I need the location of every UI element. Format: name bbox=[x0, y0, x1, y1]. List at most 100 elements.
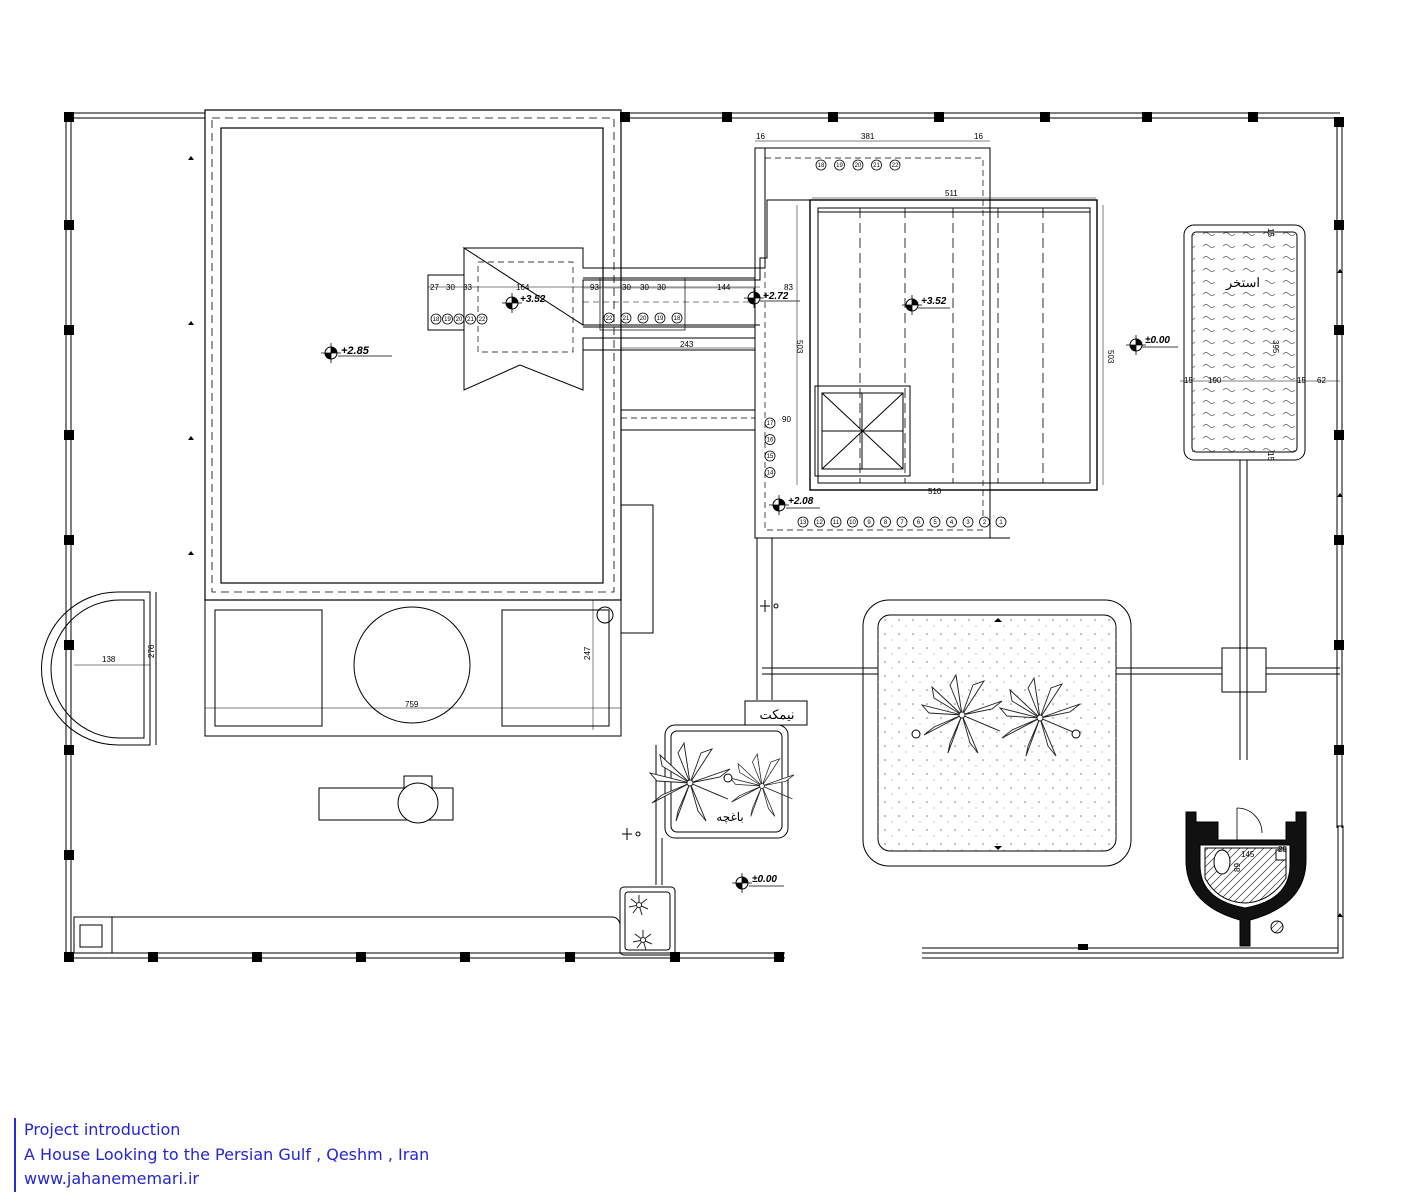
stair-step-marker bbox=[764, 434, 776, 445]
bridge-dimensions: 27 30 33 164 93 30 30 30 144 83 243 bbox=[428, 283, 793, 349]
svg-text:93: 93 bbox=[590, 283, 599, 292]
tree-markers bbox=[188, 156, 1343, 917]
stair-step-number: 21 bbox=[623, 316, 630, 322]
stair-step-marker bbox=[814, 516, 825, 528]
stair-step-marker bbox=[979, 516, 990, 528]
toilet-dimensions: 145 29 89 bbox=[1233, 845, 1287, 872]
svg-text:30: 30 bbox=[640, 283, 649, 292]
courtyard bbox=[756, 538, 1340, 867]
svg-text:164: 164 bbox=[516, 283, 530, 292]
svg-text:16: 16 bbox=[974, 132, 983, 141]
stair-step-number: 20 bbox=[456, 317, 463, 323]
stair-step-marker bbox=[764, 417, 776, 429]
stair-step-marker bbox=[671, 312, 683, 324]
svg-text:395: 395 bbox=[1271, 340, 1280, 354]
stair-step-marker bbox=[465, 313, 476, 325]
stair-step-marker bbox=[871, 159, 882, 171]
stair-step-marker bbox=[797, 516, 809, 528]
stair-step-number: 20 bbox=[855, 163, 862, 169]
perimeter-wall bbox=[65, 112, 1344, 959]
svg-text:+2.08: +2.08 bbox=[788, 496, 814, 507]
pavilion-dimensions: 16 381 16 511 503 503 510 90 bbox=[755, 132, 1115, 496]
svg-text:276: 276 bbox=[147, 644, 156, 658]
stair-step-marker bbox=[637, 312, 649, 324]
stair-step-marker bbox=[620, 312, 632, 324]
stair-step-marker bbox=[830, 516, 842, 528]
svg-text:15: 15 bbox=[1266, 228, 1275, 237]
flower-icon bbox=[628, 894, 649, 916]
stair-step-marker bbox=[430, 313, 442, 325]
svg-text:190: 190 bbox=[1208, 376, 1222, 385]
svg-text:+3.52: +3.52 bbox=[520, 294, 546, 305]
stair-step-marker bbox=[852, 159, 864, 171]
stair-step-marker bbox=[962, 516, 974, 528]
stair-step-marker bbox=[442, 313, 453, 325]
stair-step-number: 22 bbox=[479, 317, 486, 323]
stair-step-number: 20 bbox=[640, 316, 647, 322]
svg-text:+2.72: +2.72 bbox=[763, 291, 789, 302]
svg-text:15: 15 bbox=[1297, 376, 1306, 385]
svg-text:381: 381 bbox=[861, 132, 875, 141]
svg-text:±0.00: ±0.00 bbox=[1145, 335, 1170, 346]
svg-text:510: 510 bbox=[928, 487, 942, 496]
planter-label: باغچه bbox=[716, 810, 743, 824]
svg-text:144: 144 bbox=[717, 283, 731, 292]
stair-step-marker bbox=[654, 312, 666, 324]
stair-step-marker bbox=[476, 313, 488, 325]
stair-step-number: 16 bbox=[767, 438, 774, 444]
stair-step-number: 10 bbox=[849, 520, 856, 526]
arc-dimensions: 138 276 bbox=[102, 644, 156, 664]
svg-text:+3.52: +3.52 bbox=[921, 296, 947, 307]
stair-step-marker bbox=[453, 313, 465, 325]
caption-title: Project introduction bbox=[24, 1120, 181, 1139]
stair-step-number: 13 bbox=[800, 520, 807, 526]
stair-step-number: 14 bbox=[767, 471, 774, 477]
ground-level: ±0.00 bbox=[731, 872, 784, 894]
stair-step-number: 11 bbox=[833, 520, 840, 526]
svg-text:243: 243 bbox=[680, 340, 694, 349]
svg-text:33: 33 bbox=[463, 283, 472, 292]
stair-step-number: 18 bbox=[433, 317, 440, 323]
svg-text:15: 15 bbox=[1266, 452, 1275, 461]
stair-step-number: 2 bbox=[983, 520, 987, 526]
stair-step-marker bbox=[603, 312, 615, 324]
caption-website[interactable]: www.jahanememari.ir bbox=[24, 1169, 200, 1188]
stair-step-marker bbox=[896, 516, 908, 528]
svg-text:511: 511 bbox=[945, 189, 958, 198]
stair-step-marker bbox=[946, 516, 957, 528]
svg-text:15: 15 bbox=[1184, 376, 1193, 385]
svg-text:62: 62 bbox=[1317, 376, 1326, 385]
svg-text:247: 247 bbox=[583, 646, 592, 660]
bench-block bbox=[318, 775, 454, 824]
wall-posts bbox=[64, 112, 1344, 962]
stair-step-number: 21 bbox=[873, 163, 880, 169]
stair-step-number: 18 bbox=[818, 163, 825, 169]
stair-step-marker bbox=[863, 516, 875, 528]
stair-step-number: 22 bbox=[892, 163, 899, 169]
planter-palms bbox=[649, 742, 795, 822]
stair-step-marker bbox=[764, 450, 776, 462]
stair-step-number: 4 bbox=[950, 520, 954, 526]
main-building bbox=[204, 109, 622, 601]
stair-step-number: 6 bbox=[917, 520, 921, 526]
svg-text:16: 16 bbox=[756, 132, 765, 141]
pavilion-level: +3.52 bbox=[901, 294, 950, 316]
svg-text:145: 145 bbox=[1241, 850, 1255, 859]
stair-step-number: 15 bbox=[767, 454, 774, 460]
svg-text:503: 503 bbox=[795, 340, 804, 354]
stair-step-number: 5 bbox=[933, 520, 937, 526]
svg-text:759: 759 bbox=[405, 700, 419, 709]
landing-level: +2.08 bbox=[768, 494, 820, 516]
svg-text:138: 138 bbox=[102, 655, 116, 664]
planter bbox=[655, 700, 808, 885]
stair-step-number: 18 bbox=[674, 316, 681, 322]
svg-text:30: 30 bbox=[657, 283, 666, 292]
stair-step-marker bbox=[929, 516, 941, 528]
pavilion bbox=[754, 147, 1098, 539]
svg-text:استخر: استخر bbox=[1225, 275, 1260, 291]
